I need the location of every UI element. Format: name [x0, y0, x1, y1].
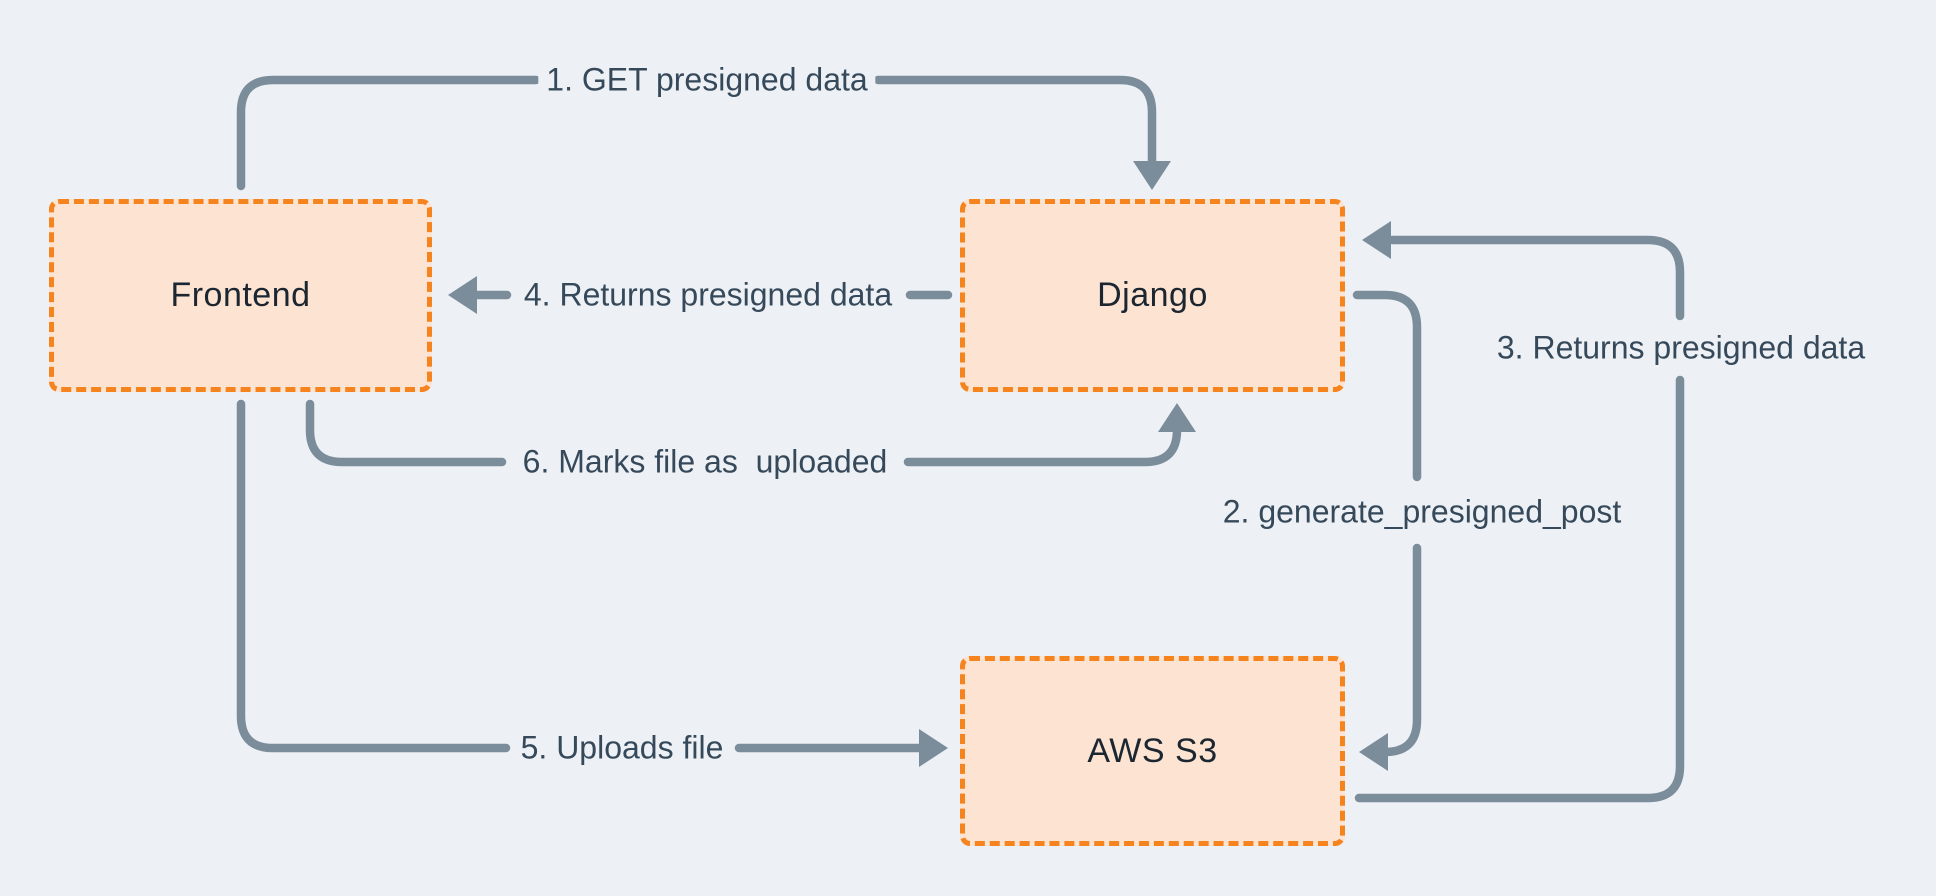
- edge-3-label: 3. Returns presigned data: [1488, 328, 1874, 368]
- edge-5-uploads-file: [236, 399, 948, 767]
- edge-1-arrowhead: [1133, 161, 1171, 190]
- edge-1-line: [873, 75, 1157, 168]
- edge-4-arrowhead: [448, 276, 477, 314]
- edge-6-marks-file-uploaded: [305, 399, 1196, 467]
- edge-2-arrowhead: [1359, 733, 1388, 771]
- edge-4-returns-presigned-data: [448, 276, 953, 314]
- edge-1-line: [236, 75, 541, 191]
- edge-1-get-presigned-data: [236, 75, 1171, 191]
- edge-4-label: 4. Returns presigned data: [515, 275, 901, 315]
- edge-2-label: 2. generate_presigned_post: [1214, 492, 1630, 532]
- edge-3-returns-presigned-data: [1354, 221, 1685, 803]
- edge-6-line: [305, 399, 507, 467]
- edge-5-label: 5. Uploads file: [512, 728, 732, 768]
- edge-2-line: [1352, 290, 1422, 482]
- edge-2-line: [1380, 543, 1422, 757]
- edge-2-generate-presigned-post: [1352, 290, 1422, 771]
- node-frontend-label: Frontend: [170, 276, 311, 314]
- edge-3-line: [1354, 375, 1685, 803]
- node-frontend: Frontend: [49, 199, 432, 392]
- node-django: Django: [960, 199, 1345, 392]
- edge-6-label: 6. Marks file as uploaded: [514, 442, 896, 482]
- edge-1-label: 1. GET presigned data: [538, 60, 876, 100]
- node-aws-s3-label: AWS S3: [1087, 731, 1218, 770]
- edge-5-line: [236, 399, 511, 753]
- node-django-label: Django: [1097, 276, 1208, 314]
- edge-3-line: [1387, 235, 1685, 321]
- edge-6-arrowhead: [1158, 403, 1196, 432]
- node-aws-s3: AWS S3: [960, 656, 1345, 846]
- edge-3-arrowhead: [1362, 221, 1391, 259]
- edge-6-line: [903, 425, 1182, 467]
- edge-5-arrowhead: [919, 729, 948, 767]
